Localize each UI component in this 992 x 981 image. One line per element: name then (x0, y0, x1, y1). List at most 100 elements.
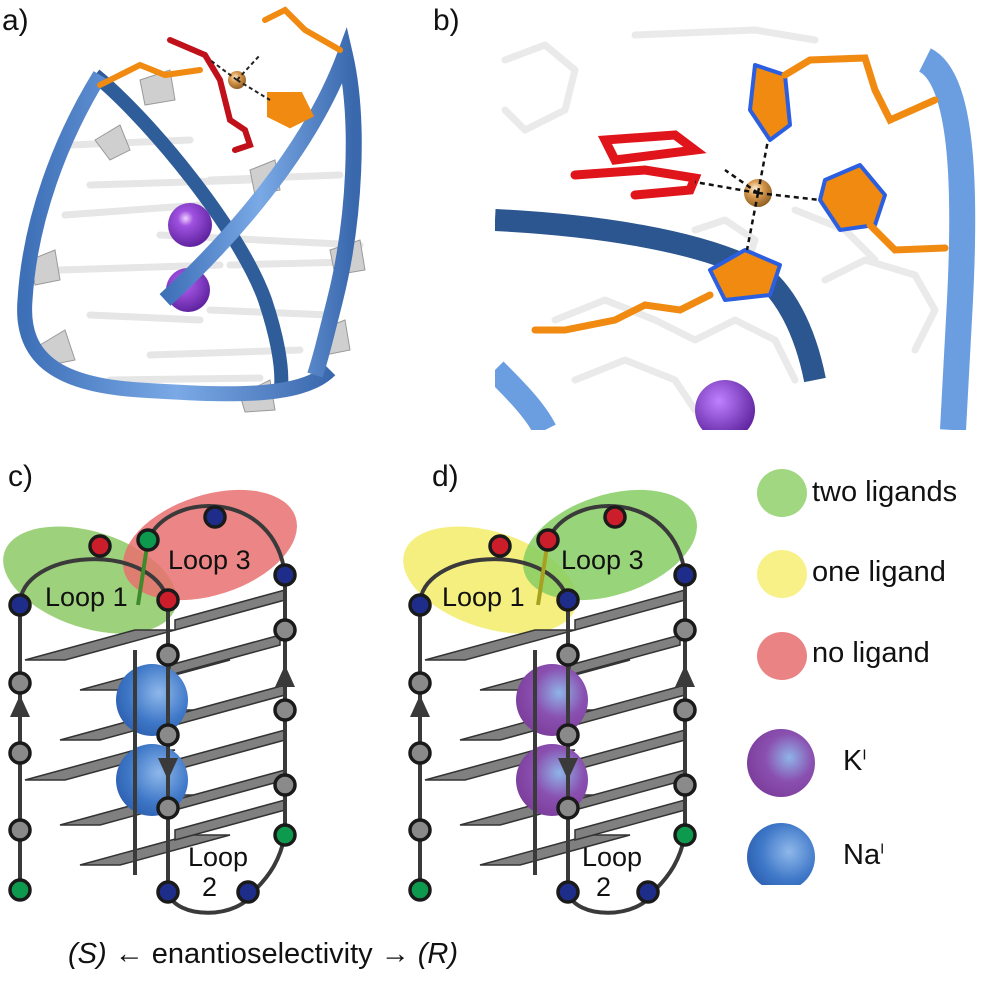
imidazole-rings (708, 63, 887, 302)
node-loop2-mid (636, 880, 660, 904)
panel-d-loop2-label-b: 2 (596, 872, 612, 902)
caption-r: (R) (417, 938, 459, 970)
strand-arrow-up (10, 695, 30, 717)
node (556, 796, 580, 820)
node (8, 818, 32, 842)
panel-d-loop2-label-a: Loop (582, 842, 643, 872)
legend-swatch-k-ion (747, 729, 815, 797)
tetrad-plane (169, 634, 281, 676)
loop3-path (546, 504, 687, 576)
tetrad-plane (569, 634, 681, 676)
node-loop3-end (673, 563, 697, 587)
node (673, 773, 697, 797)
ligand-red (570, 130, 707, 200)
panel-c-loop2-label-a: Loop (188, 842, 249, 872)
strand-arrow-down (558, 758, 578, 780)
panel-c-label: c) (8, 460, 33, 493)
node (408, 818, 432, 842)
node (156, 796, 180, 820)
panel-d-loop3-label: Loop 3 (561, 545, 644, 575)
node (556, 723, 580, 747)
node (556, 643, 580, 667)
legend-swatch-no-ligand (757, 632, 807, 680)
k-symbol: K (843, 745, 863, 777)
legend-label-k-ion: KI (843, 745, 867, 778)
ribbon-back (90, 69, 289, 397)
node (8, 671, 32, 695)
ribbon-right (917, 48, 976, 430)
loop1-path (418, 557, 570, 606)
panel-c-loop2-label-b: 2 (202, 872, 218, 902)
ion-upper (116, 664, 188, 736)
tetrad-plane (174, 684, 286, 726)
tetrad-plane (174, 729, 286, 771)
strand-arrow-up (675, 665, 695, 687)
panel-d-diagram (403, 489, 697, 915)
ion-upper (516, 664, 588, 736)
panel-b-label: b) (433, 4, 460, 37)
caption-s: (S) (68, 938, 107, 970)
node-loop1-end (556, 588, 580, 612)
node-loop1-mid (488, 534, 512, 558)
legend-swatch-na-ion (747, 823, 815, 885)
tetrad-plane (424, 629, 576, 661)
node-5-prime (8, 878, 32, 902)
ribbon-front (159, 27, 362, 378)
strand-arrow-up (275, 665, 295, 687)
caption-middle: enantioselectivity (151, 938, 373, 970)
node (408, 741, 432, 765)
tetrad-plane (79, 834, 231, 866)
tetrad-plane (24, 629, 176, 661)
legend-label-one-ligand: one ligand (812, 556, 946, 588)
node-loop2-start (556, 880, 580, 904)
node-loop3-start (536, 528, 560, 552)
node (273, 698, 297, 722)
node (408, 671, 432, 695)
node-loop3-start (136, 528, 160, 552)
node-loop1-end (156, 588, 180, 612)
panel-c-loop3-label: Loop 3 (168, 545, 251, 575)
tetrad-plane (479, 834, 631, 866)
strand-arrow-down (158, 758, 178, 780)
node-loop3-mid (603, 505, 627, 529)
node (273, 618, 297, 642)
node-loop1-start (8, 593, 32, 617)
strand-arrow-up (410, 695, 430, 717)
panel-b-structure (495, 26, 976, 430)
node (673, 618, 697, 642)
node-loop2-mid (236, 880, 260, 904)
caption-right-arrow: → (380, 938, 410, 970)
ligand-a (97, 6, 343, 153)
node (8, 741, 32, 765)
node-loop3-end (273, 563, 297, 587)
node-loop3-mid (203, 505, 227, 529)
node-5-prime (408, 878, 432, 902)
ribbon-left (17, 71, 336, 402)
enantioselectivity-caption: (S) ← enantioselectivity → (R) (68, 938, 458, 971)
na-symbol: Na (843, 839, 881, 871)
loop1-path (18, 557, 170, 606)
legend-swatch-one-ligand (757, 550, 807, 598)
node (273, 773, 297, 797)
k-charge: I (862, 746, 867, 764)
na-charge: I (880, 840, 885, 858)
panel-c-diagram (3, 489, 297, 915)
legend-label-two-ligands: two ligands (812, 476, 958, 508)
caption-left-arrow: ← (114, 938, 144, 970)
node-loop2-start (156, 880, 180, 904)
legend-label-na-ion: NaI (843, 839, 884, 872)
panel-a-label: a) (2, 4, 29, 37)
panel-d-loop1-label: Loop 1 (442, 582, 525, 612)
legend-label-no-ligand: no ligand (812, 637, 930, 669)
tetrad-plane (574, 684, 686, 726)
panel-c-loop1-label: Loop 1 (45, 582, 128, 612)
legend-swatches (747, 469, 815, 885)
node (673, 698, 697, 722)
loop3-path (146, 504, 287, 576)
legend-swatch-two-ligands (757, 469, 807, 517)
panel-a-structure (17, 6, 366, 413)
node-loop2-end (673, 823, 697, 847)
node-loop1-start (408, 593, 432, 617)
k-ion-1 (168, 203, 212, 247)
